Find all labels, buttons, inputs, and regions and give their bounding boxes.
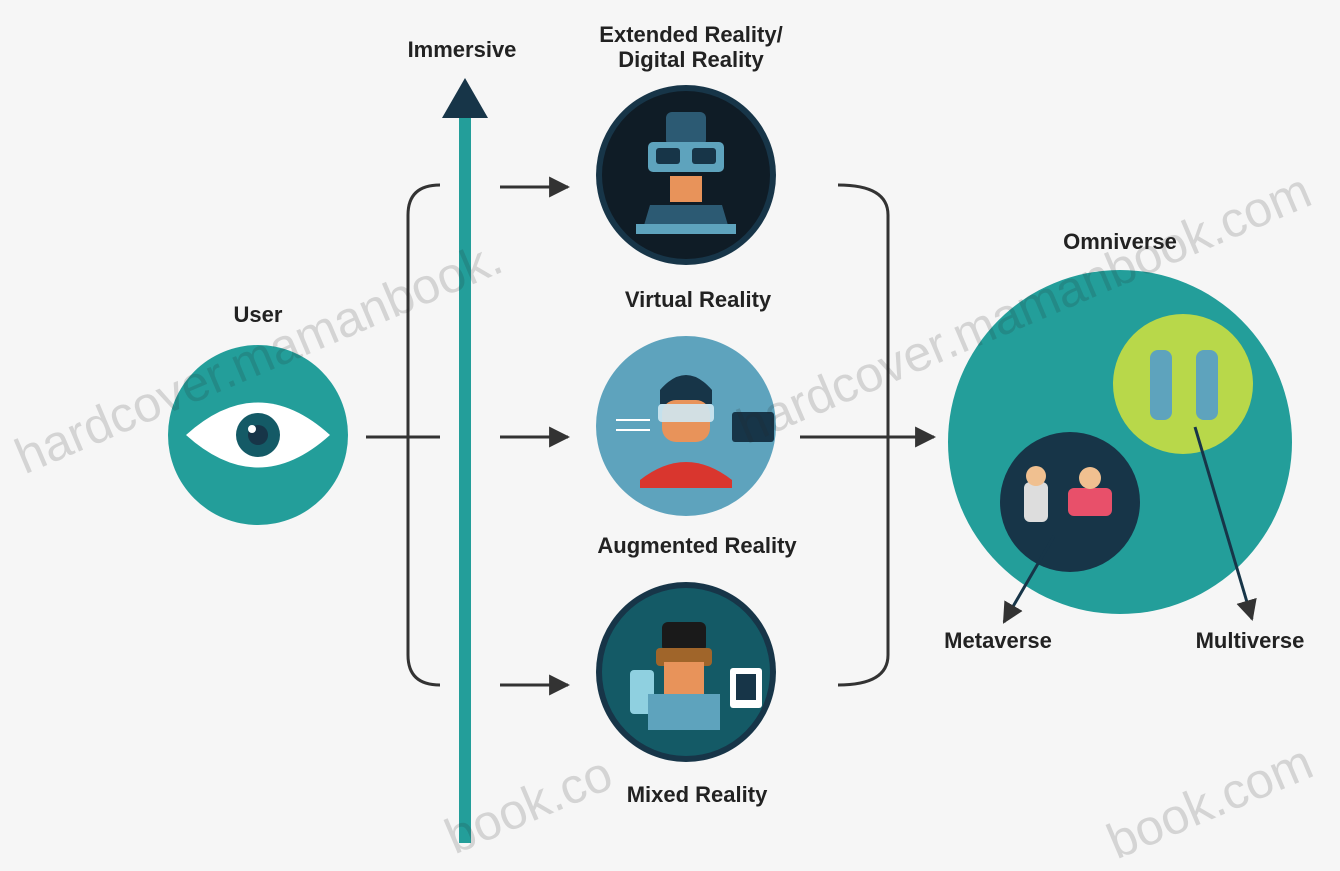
extended-reality-label: Extended Reality/ Digital Reality (599, 22, 782, 72)
arrow-to-metaverse (1002, 535, 1056, 624)
immersive-label: Immersive (407, 37, 517, 62)
metaverse-label: Metaverse (944, 628, 1052, 653)
diagram-graphics (168, 78, 1292, 843)
augmented-reality-icon (596, 336, 776, 516)
immersive-axis-arrow (442, 78, 488, 843)
virtual-reality-label: Virtual Reality (624, 287, 772, 312)
multiverse-label: Multiverse (1195, 628, 1305, 653)
arrow-to-multiverse (1193, 426, 1257, 622)
mixed-reality-label: Mixed Reality (626, 782, 768, 807)
user-label: User (233, 302, 283, 327)
extended-reality-label-line2: Digital Reality (618, 47, 764, 72)
mixed-reality-icon (596, 582, 776, 762)
diagram-canvas: Immersive Extended Reality/ Digital Real… (7, 22, 1320, 870)
virtual-reality-icon (596, 85, 776, 265)
user-eye-icon (168, 345, 348, 525)
omniverse-icon (948, 270, 1292, 614)
omniverse-label: Omniverse (1063, 229, 1177, 254)
augmented-reality-label: Augmented Reality (597, 533, 797, 558)
left-bracket (406, 183, 441, 687)
right-bracket (837, 183, 890, 687)
extended-reality-label-line1: Extended Reality/ (599, 22, 783, 47)
